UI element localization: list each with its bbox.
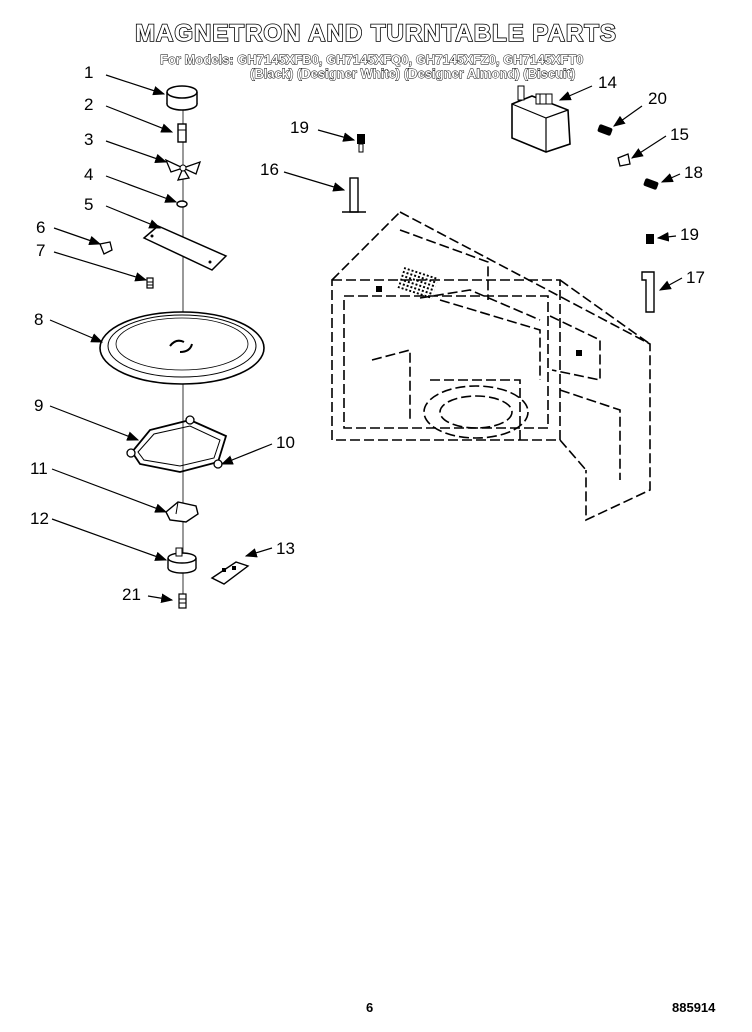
part-21-screw [178,593,187,609]
callout-5: 5 [84,195,93,214]
part-19-screw-upper [357,134,365,153]
part-8-glass-tray [99,311,265,385]
callout-7: 7 [36,241,45,260]
part-7-screw [146,277,154,289]
part-15-clip [617,153,631,167]
callout-14: 14 [598,73,617,92]
part-19-screw-lower [646,234,654,244]
callout-20: 20 [648,89,667,108]
callout-6: 6 [36,218,45,237]
callout-4: 4 [84,165,93,184]
callout-15: 15 [670,125,689,144]
part-11-drive-coupler [165,501,199,523]
part-6-clip [99,241,113,255]
callout-19-upper: 19 [290,118,309,137]
callout-18: 18 [684,163,703,182]
callout-11: 11 [30,459,48,478]
callout-8: 8 [34,310,43,329]
part-20-screw [597,124,613,136]
reference-number: 885914 [672,1000,716,1015]
callout-13: 13 [276,539,295,558]
part-12-turntable-motor [167,547,197,574]
page-title: MAGNETRON AND TURNTABLE PARTS [134,19,617,48]
part-18-screw [643,178,659,190]
part-13-bracket [210,561,250,585]
part-1-motor-cap [166,85,198,111]
callout-1: 1 [84,63,93,82]
page-number: 6 [366,1000,374,1015]
callout-2: 2 [84,95,93,114]
part-5-cover-plate [142,225,228,271]
callout-21: 21 [122,585,141,604]
vent-grille [397,266,439,300]
callout-12: 12 [30,509,49,528]
callout-16: 16 [260,160,279,179]
part-17-bracket [641,271,655,313]
callout-3: 3 [84,130,93,149]
model-list: For Models: GH7145XFB0, GH7145XFQ0, GH71… [160,52,584,68]
part-2-coupler [177,123,187,143]
callout-9: 9 [34,396,43,415]
part-4-washer [176,200,188,208]
leader-lines [49,74,683,603]
part-16-bracket [342,177,366,213]
color-list: (Black) (Designer White) (Designer Almon… [250,66,576,82]
part-9-roller-ring [126,415,228,473]
oven-cavity-outline [331,211,651,522]
callout-numbers: 1 2 3 4 5 6 7 8 9 10 11 12 13 14 15 16 1… [30,63,705,604]
part-14-magnetron [511,85,571,153]
part-3-fan-blade [164,158,202,181]
callout-17: 17 [686,268,705,287]
callout-19-lower: 19 [680,225,699,244]
callout-10: 10 [276,433,295,452]
